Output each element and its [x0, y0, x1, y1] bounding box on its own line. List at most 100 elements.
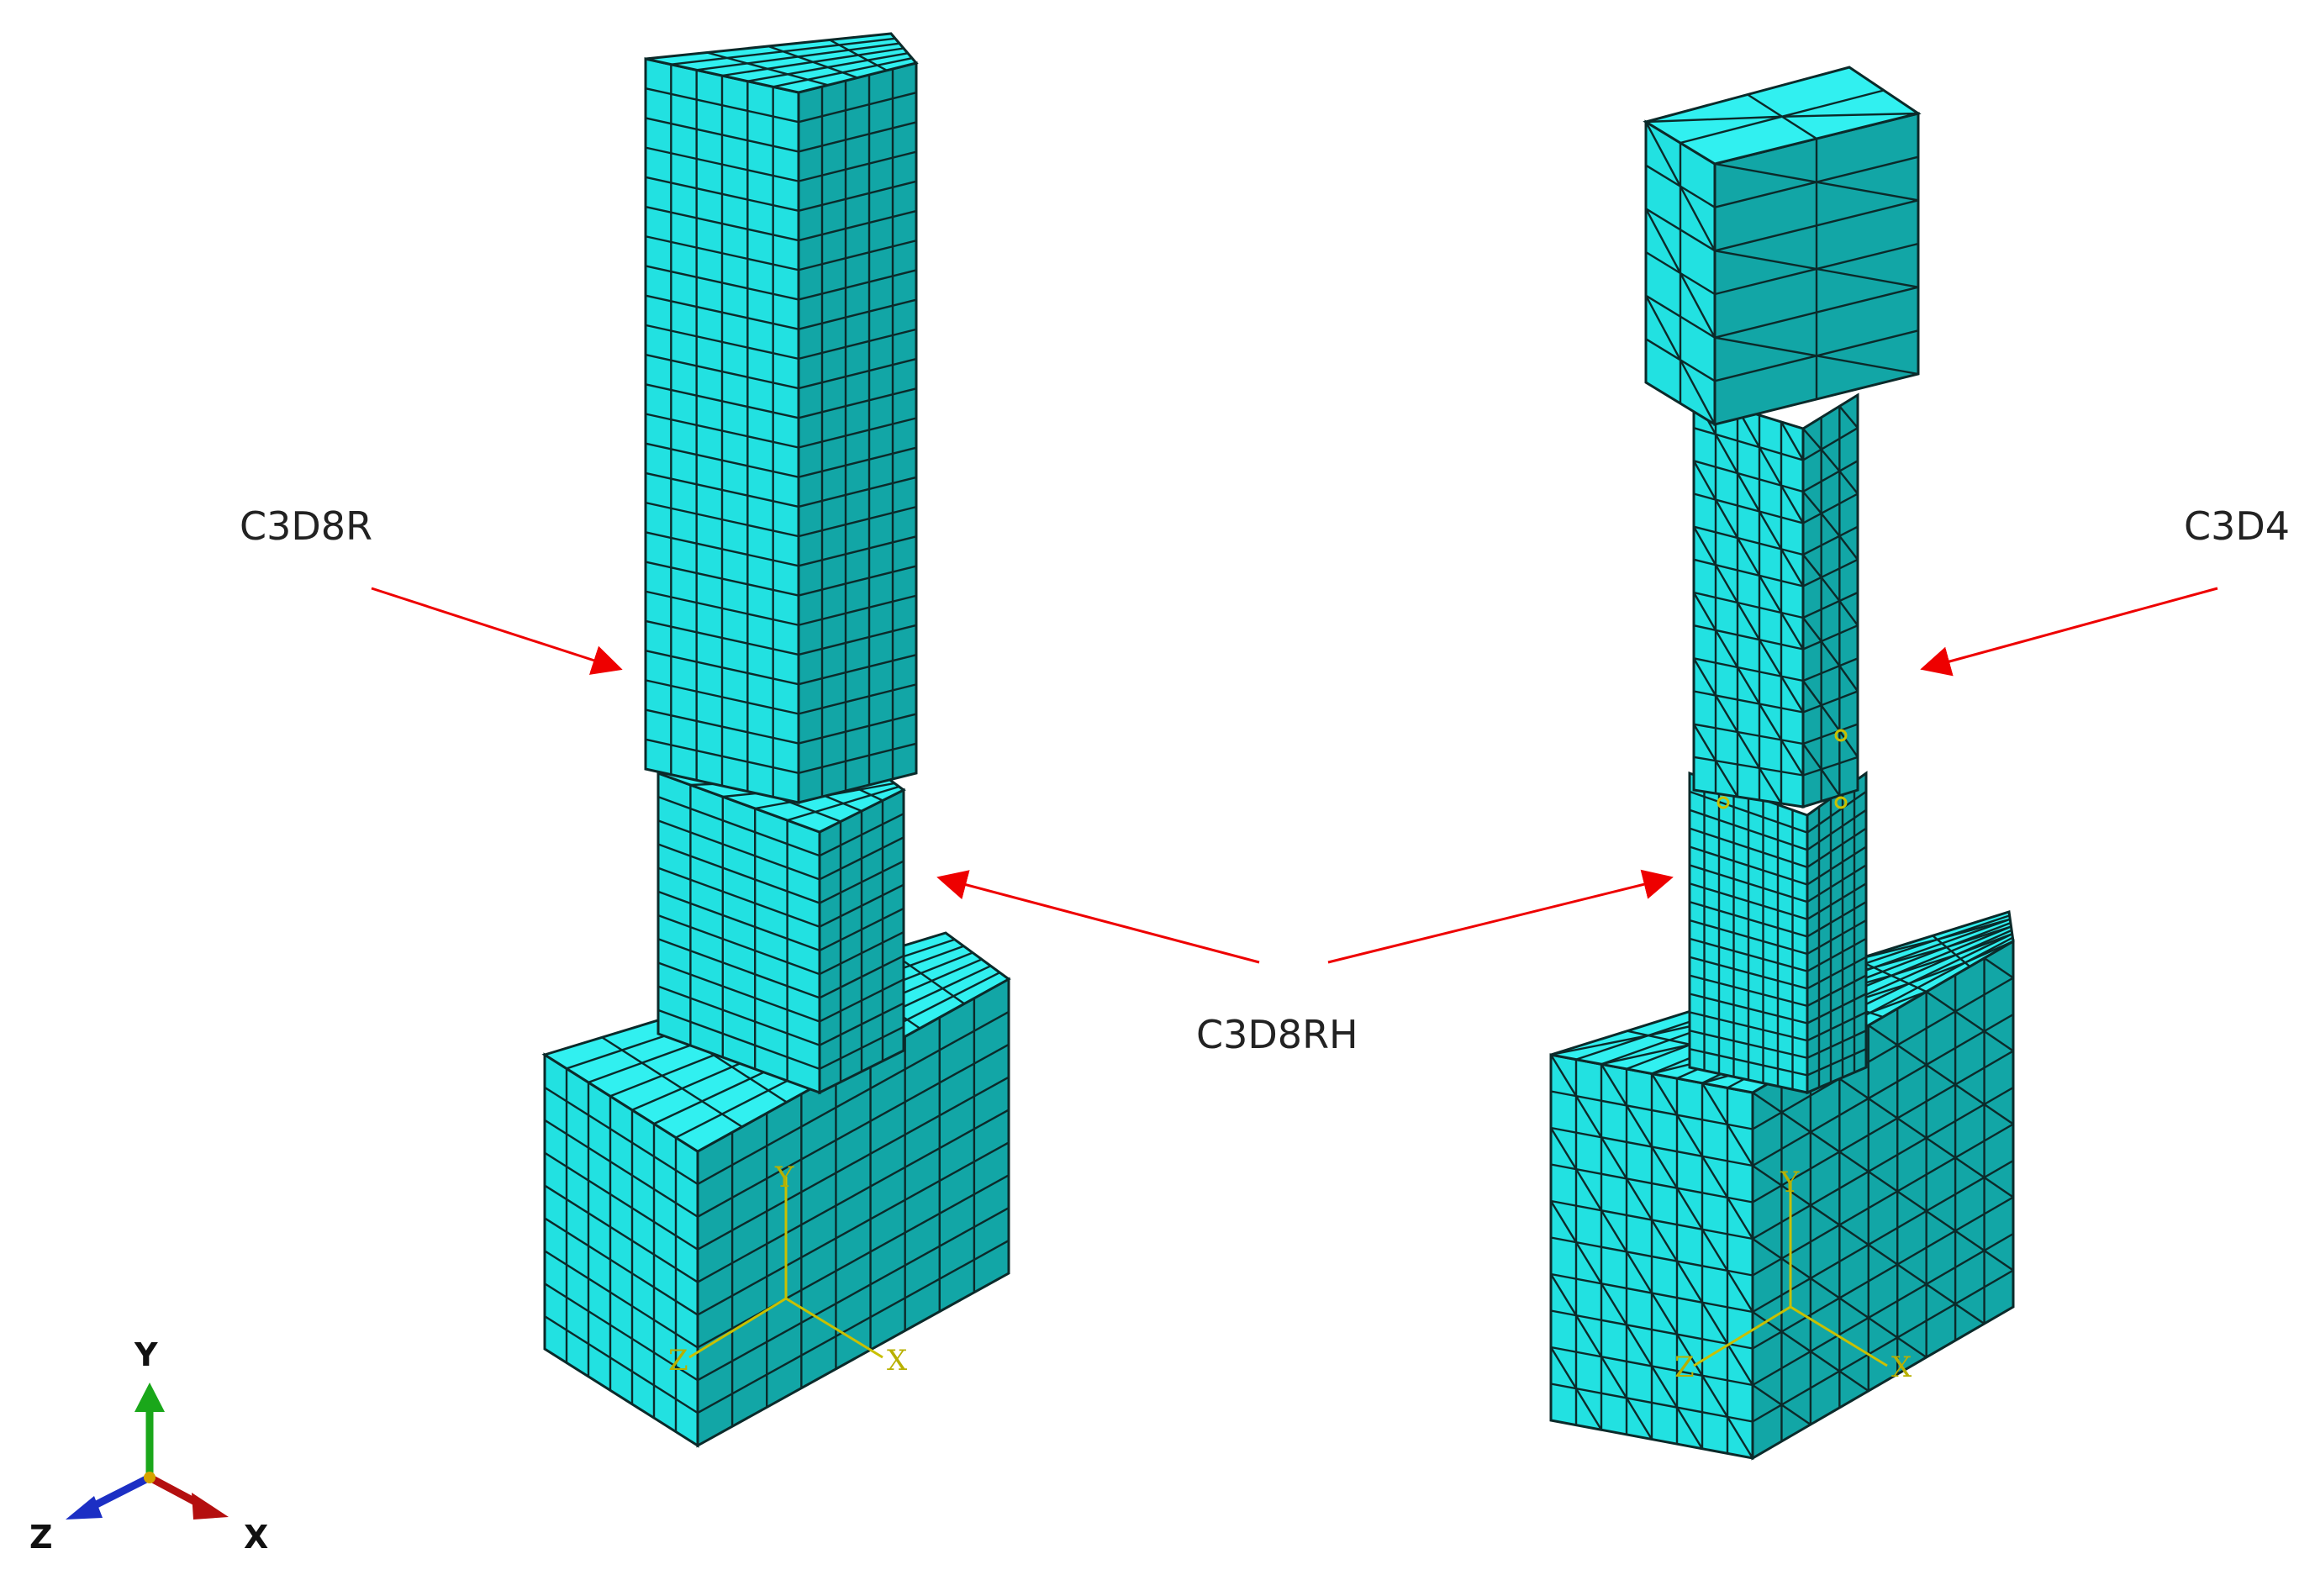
right-base-right-face-gridline: [1752, 1232, 2014, 1387]
right-base-right-face-diag: [1810, 1204, 1841, 1226]
right-base-left-face-diag: [1701, 1229, 1729, 1272]
left-column-left-face-gridline: [645, 738, 799, 774]
left-column-right-face-gridline: [798, 269, 917, 301]
left-column-right-face-gridline: [798, 150, 917, 182]
left-neck-top-face-gridline: [787, 785, 899, 822]
right-base-right-face-diag: [1752, 1238, 1783, 1260]
left-neck-left-face-gridline: [657, 843, 820, 904]
right-base-right-face-gridline: [1752, 1086, 2014, 1240]
right-upper-neck-front-gridline: [1693, 492, 1804, 524]
right-base-right-face-diag: [1868, 1098, 1898, 1119]
left-column-left-face-gridline: [645, 619, 799, 656]
y-arrow-icon: [134, 1383, 165, 1412]
csys-right-label-z: Z: [1674, 1351, 1695, 1384]
right-upper-neck-front-diag: [1692, 592, 1717, 631]
left-column-left-face-gridline: [645, 176, 799, 213]
right-lower-neck-front-gridline: [1689, 882, 1808, 920]
left-neck-left-face-gridline: [657, 819, 820, 881]
right-base-top-face-diag: [1964, 940, 2014, 964]
right-upper-neck-front-gridline: [1693, 427, 1804, 461]
right-base-left-face-diag: [1650, 1072, 1679, 1116]
right-base-top-face-diag: [1937, 918, 2011, 941]
right-base-right-face-diag: [1925, 991, 1956, 1013]
right-upper-neck-front-gridline: [1693, 591, 1804, 619]
right-base-right-face-diag: [1925, 1137, 1956, 1159]
right-cap-left-face-diag: [1679, 272, 1716, 339]
right-base-left-face-diag: [1675, 1260, 1704, 1304]
right-upper-neck-front-diag: [1758, 446, 1783, 487]
right-upper-neck-side-gridline: [1802, 657, 1859, 682]
left-neck-left-face-gridline: [657, 961, 820, 1023]
right-base-left-face-diag: [1574, 1168, 1603, 1211]
triad-label-y: Y: [134, 1336, 158, 1373]
right-lower-neck-front-gridline: [1689, 827, 1808, 869]
right-base-left-face-diag: [1549, 1346, 1578, 1389]
right-base-right-face-diag: [1868, 1244, 1898, 1266]
right-base-right-face-diag: [1896, 1263, 1927, 1285]
left-column-left-face-gridline: [645, 471, 799, 508]
left-column-left-face-gridline: [645, 146, 799, 182]
right-cap-right-face-gridline: [1714, 199, 1919, 252]
right-upper-neck-side-diag: [1838, 665, 1859, 693]
right-upper-neck-front-gridline: [1693, 657, 1804, 682]
label-c3d8r: C3D8R: [240, 503, 372, 549]
right-lower-neck-side-gridline: [1806, 956, 1867, 990]
right-upper-neck-front-diag: [1714, 694, 1739, 733]
right-base-left-face-diag: [1675, 1333, 1704, 1377]
z-arrow-icon: [66, 1496, 103, 1520]
right-base-right-face-diag: [1838, 1151, 1869, 1172]
triad-label-z: Z: [29, 1519, 53, 1556]
right-upper-neck-front-gridline: [1693, 558, 1804, 587]
left-neck-right-face-gridline: [819, 907, 904, 951]
right-upper-neck-front-diag: [1692, 526, 1717, 566]
right-upper-neck-side-diag: [1820, 704, 1841, 732]
label-c3d8rh: C3D8RH: [1196, 1012, 1358, 1057]
right-upper-neck-front-diag: [1758, 639, 1783, 677]
right-base-right-face-diag: [1983, 1104, 2014, 1125]
right-upper-neck-side-diag: [1802, 743, 1822, 770]
left-neck-left-face-gridline: [657, 1009, 820, 1070]
left-neck-left-face-gridline: [657, 914, 820, 976]
right-lower-neck-side-gridline: [1806, 882, 1867, 920]
right-upper-neck-side-gridline: [1802, 723, 1859, 745]
left-base-right-face-gridline: [697, 1109, 1010, 1283]
left-base-right-face-gridline: [697, 1207, 1010, 1382]
right-lower-neck-front-gridline: [1689, 864, 1808, 903]
right-lower-neck-side-gridline: [1806, 809, 1867, 851]
right-base-right-face-diag: [1925, 1210, 1956, 1232]
left-column-right-face-gridline: [798, 240, 917, 271]
csys-left-label-y: Y: [774, 1161, 794, 1194]
right-base-right-face-diag: [1810, 1351, 1841, 1372]
right-lower-neck-front-gridline: [1689, 993, 1808, 1024]
right-lower-neck-side-gridline: [1806, 993, 1867, 1024]
right-base-left-face-diag: [1600, 1356, 1628, 1399]
right-lower-neck-side-gridline: [1806, 1048, 1867, 1077]
right-base-top-face-diag: [1946, 925, 2012, 949]
right-cap-right-face-diag: [1714, 250, 1817, 271]
right-upper-neck-front-diag: [1758, 767, 1783, 804]
right-base-right-face-diag: [1896, 1044, 1927, 1066]
right-upper-neck-side-diag: [1838, 730, 1859, 758]
right-upper-neck-front-diag: [1736, 666, 1761, 705]
right-base-right-face-diag: [1983, 1250, 2014, 1272]
right-upper-neck-front-gridline: [1693, 460, 1804, 493]
left-base-right-face-gridline: [697, 1174, 1010, 1349]
left-column-right-face-gridline: [798, 180, 917, 212]
right-upper-neck-front-diag: [1692, 460, 1717, 501]
right-upper-neck-side-diag: [1838, 535, 1859, 561]
right-base-right-face-diag: [1868, 1024, 1898, 1046]
right-lower-neck-side-gridline: [1806, 901, 1867, 938]
right-upper-neck-front-diag: [1692, 724, 1717, 761]
left-column-left-face-gridline: [645, 679, 799, 715]
right-lower-neck-side-gridline: [1806, 974, 1867, 1007]
right-cap-left-face-diag: [1644, 208, 1682, 274]
right-upper-neck-front-diag: [1714, 760, 1739, 798]
right-base-left-face-diag: [1726, 1197, 1754, 1240]
right-upper-neck-front-diag: [1780, 676, 1805, 714]
left-column-right-face-gridline: [798, 654, 917, 686]
right-upper-neck-side-gridline: [1802, 492, 1859, 524]
local-csys-right: [1693, 1181, 1888, 1367]
right-base-left-face-diag: [1675, 1114, 1704, 1157]
left-column-right-face-gridline: [798, 565, 917, 597]
left-column-right-face-gridline: [798, 476, 917, 508]
